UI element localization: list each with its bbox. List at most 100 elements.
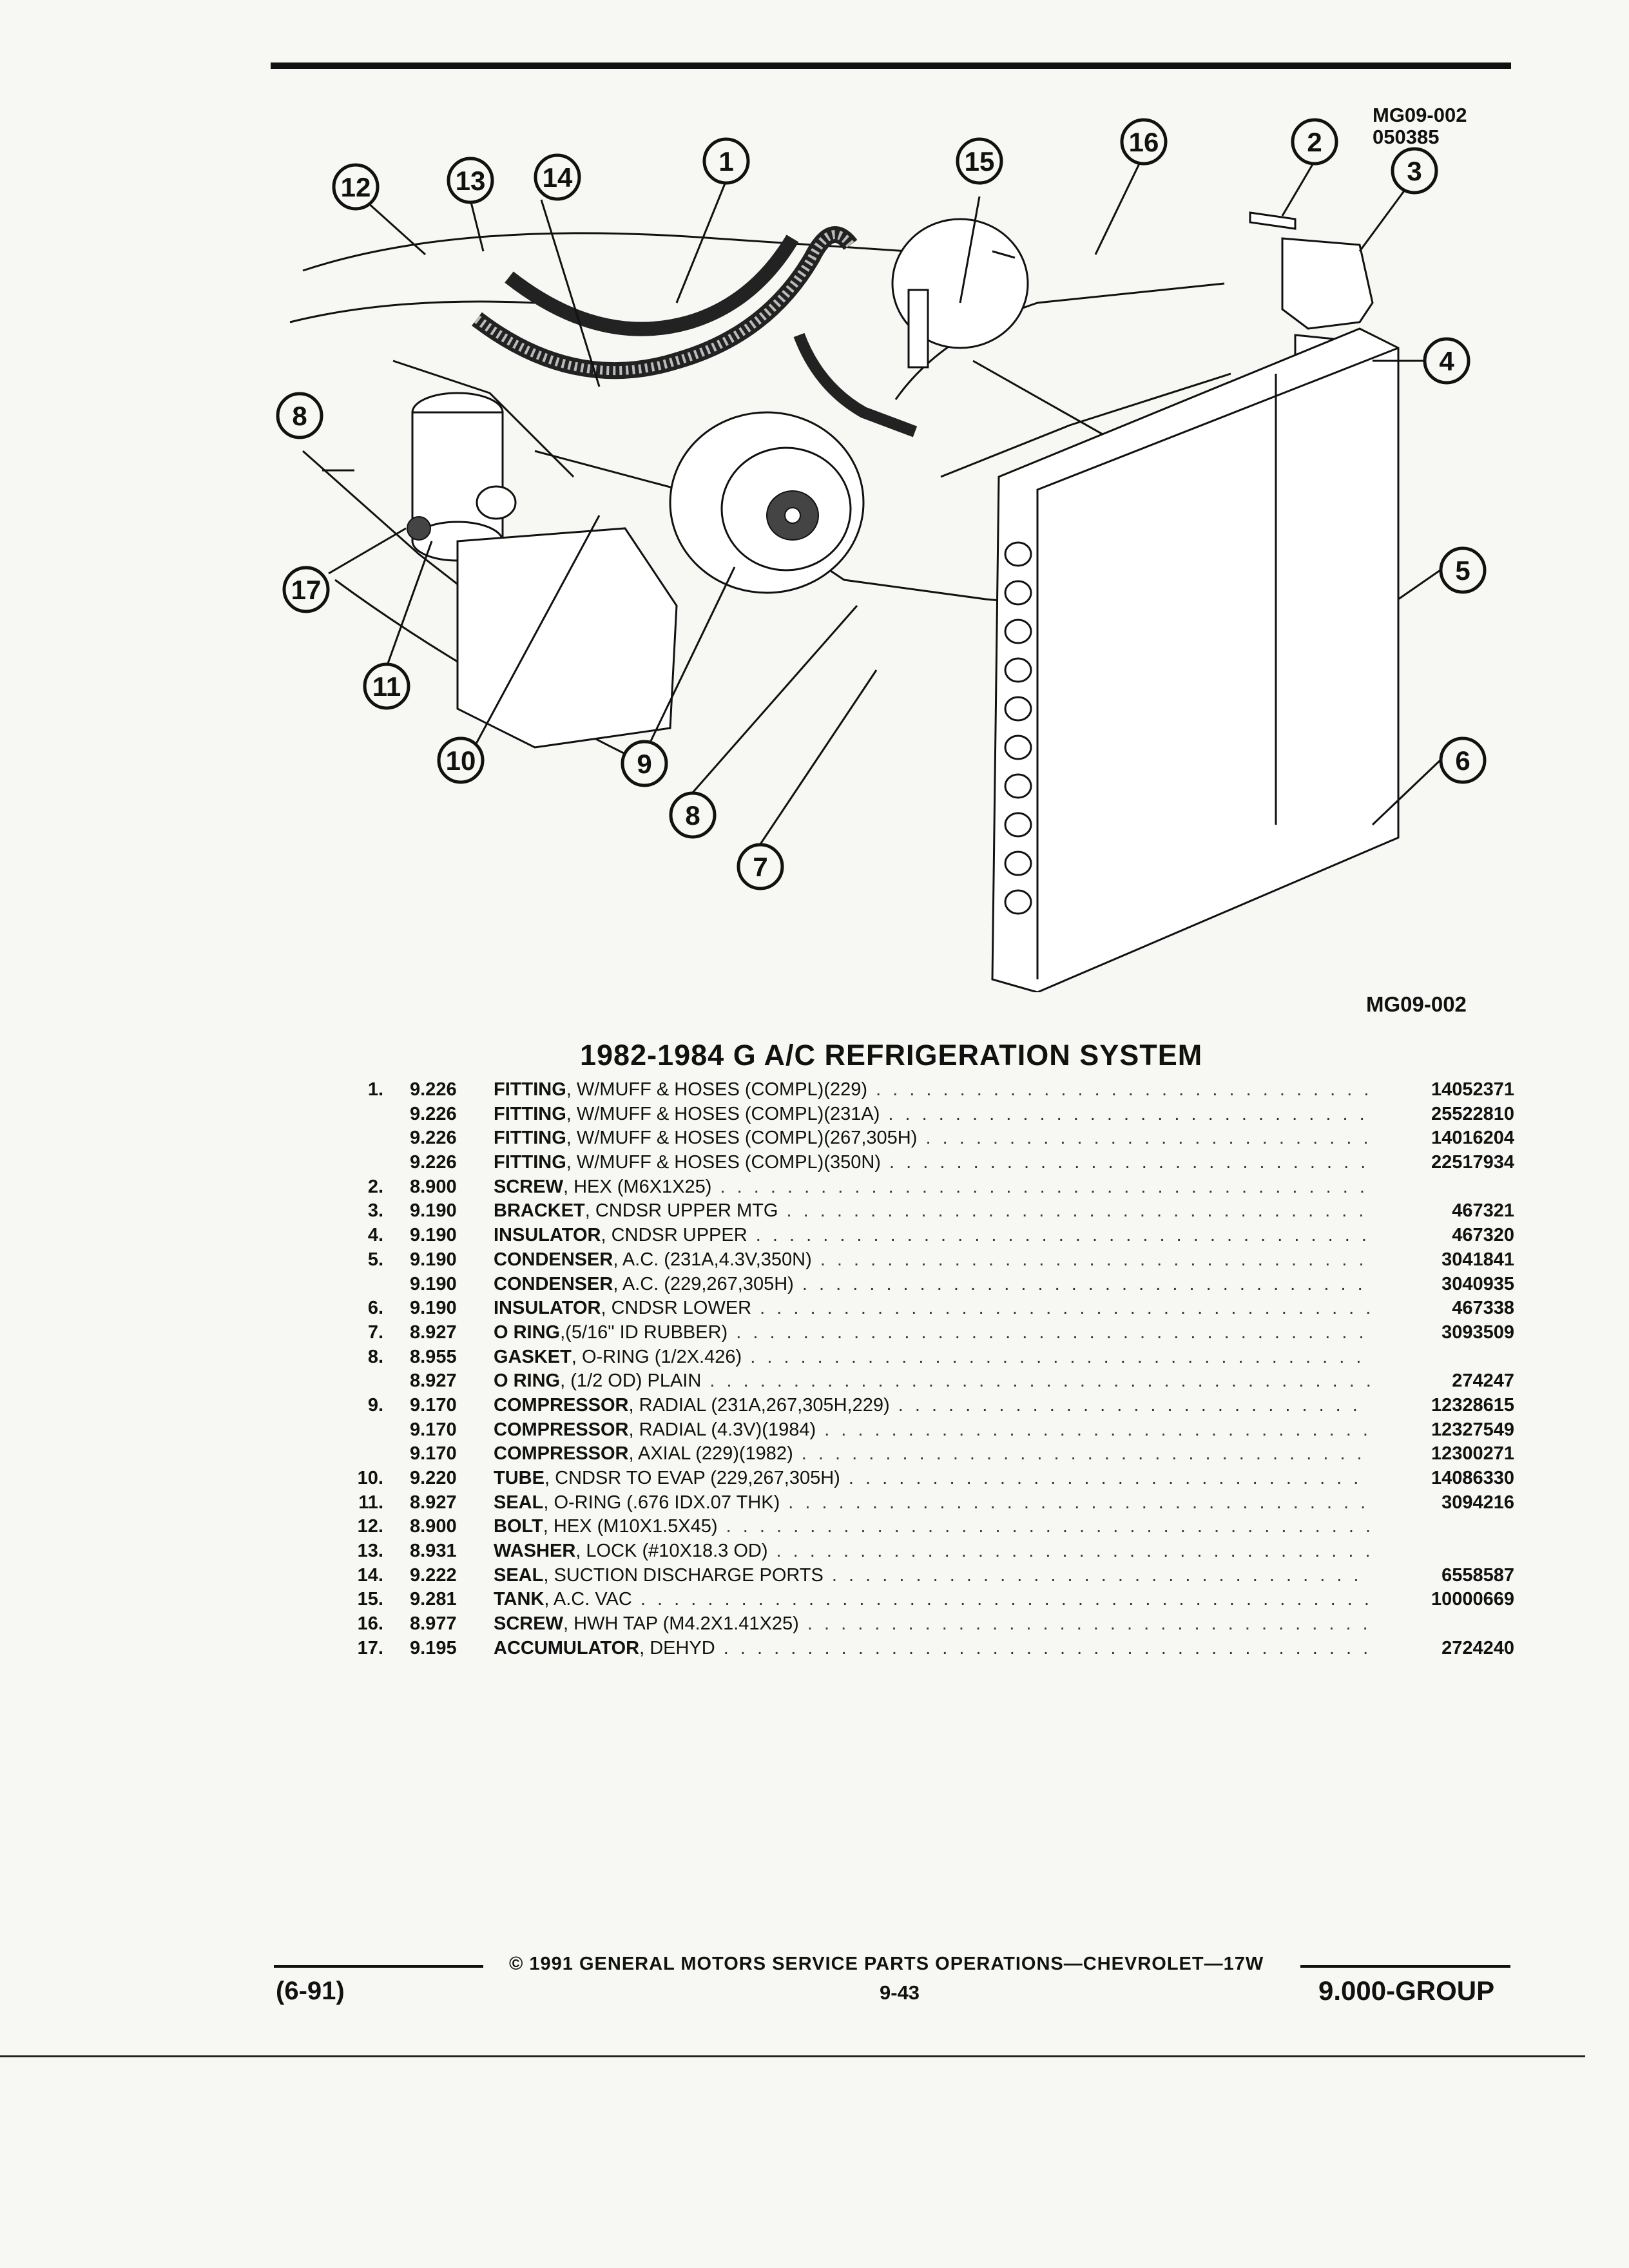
dot-leader: . . . . . . . . . . . . . . . . . . . . … (831, 1564, 1370, 1586)
dot-leader: . . . . . . . . . . . . . . . . . . . . … (820, 1249, 1370, 1270)
part-detail: , DEHYD (639, 1637, 715, 1658)
group-number: 9.281 (410, 1589, 457, 1610)
part-description: CONDENSER, A.C. (229,267,305H) . . . . .… (494, 1273, 1370, 1297)
hoses-art (392, 226, 1057, 607)
part-number: 12327549 (1431, 1419, 1514, 1440)
compressor-art (669, 411, 865, 594)
part-description: GASKET, O-RING (1/2X.426) . . . . . . . … (494, 1345, 1370, 1370)
part-number: 6558587 (1441, 1564, 1514, 1586)
part-description: COMPRESSOR, RADIAL (231A,267,305H,229) .… (494, 1394, 1370, 1418)
item-number: 17. (357, 1637, 383, 1658)
dot-leader: . . . . . . . . . . . . . . . . . . . . … (824, 1419, 1370, 1440)
part-description: TUBE, CNDSR TO EVAP (229,267,305H) . . .… (494, 1466, 1370, 1491)
part-name: BRACKET (494, 1200, 585, 1222)
part-description: BRACKET, CNDSR UPPER MTG . . . . . . . .… (494, 1199, 1370, 1224)
part-description: FITTING, W/MUFF & HOSES (COMPL)(231A) . … (494, 1102, 1370, 1127)
svg-text:17: 17 (291, 575, 322, 605)
date-code-header: 050385 (1373, 126, 1440, 148)
part-detail: , HEX (M10X1.5X45) (543, 1516, 718, 1537)
group-number: 9.226 (410, 1152, 457, 1173)
callout-7: 7 (737, 843, 784, 890)
item-number: 10. (357, 1468, 383, 1488)
part-name: COMPRESSOR (494, 1419, 629, 1440)
part-detail: , CNDSR TO EVAP (229,267,305H) (544, 1468, 840, 1488)
dot-leader: . . . . . . . . . . . . . . . . . . . . … (786, 1200, 1370, 1222)
svg-text:8: 8 (685, 800, 700, 831)
part-number: 467321 (1452, 1200, 1514, 1222)
top-rule (271, 62, 1511, 69)
item-number: 13. (357, 1541, 383, 1562)
item-number: 16. (357, 1613, 383, 1635)
svg-text:2: 2 (1307, 127, 1322, 157)
item-number: 11. (358, 1492, 383, 1513)
footer-rule-left (274, 1965, 483, 1968)
part-name: GASKET (494, 1346, 572, 1367)
svg-text:5: 5 (1455, 555, 1470, 586)
part-description: SEAL, O-RING (.676 IDX.07 THK) . . . . .… (494, 1491, 1370, 1515)
part-name: INSULATOR (494, 1298, 601, 1319)
item-number: 1. (367, 1079, 383, 1100)
item-number: 12. (357, 1516, 383, 1537)
svg-text:8: 8 (292, 401, 307, 431)
group-number: 9.190 (410, 1273, 457, 1294)
part-name: WASHER (494, 1541, 576, 1562)
part-number: 3041841 (1441, 1249, 1514, 1270)
dot-leader: . . . . . . . . . . . . . . . . . . . . … (925, 1128, 1370, 1149)
callout-13: 13 (447, 157, 494, 204)
part-detail: , O-RING (1/2X.426) (571, 1346, 742, 1367)
part-description: SCREW, HEX (M6X1X25) . . . . . . . . . .… (494, 1175, 1370, 1200)
part-detail: , A.C. (229,267,305H) (613, 1273, 794, 1294)
svg-text:11: 11 (372, 671, 401, 702)
part-name: FITTING (494, 1128, 566, 1149)
part-description: CONDENSER, A.C. (231A,4.3V,350N) . . . .… (494, 1248, 1370, 1273)
dot-leader: . . . . . . . . . . . . . . . . . . . . … (755, 1225, 1370, 1246)
part-description: COMPRESSOR, AXIAL (229)(1982) . . . . . … (494, 1442, 1370, 1466)
part-detail: , HWH TAP (M4.2X1.41X25) (563, 1613, 799, 1635)
part-detail: , CNDSR UPPER MTG (584, 1200, 778, 1222)
callout-6: 6 (1439, 736, 1487, 784)
part-description: INSULATOR, CNDSR UPPER . . . . . . . . .… (494, 1224, 1370, 1248)
vac-tank-art (891, 218, 1029, 369)
group-number: 8.955 (410, 1346, 457, 1367)
item-number: 15. (357, 1589, 383, 1610)
callout-17: 17 (282, 566, 330, 613)
callout-15: 15 (956, 137, 1003, 185)
part-detail: , AXIAL (229)(1982) (628, 1443, 793, 1465)
part-name: SCREW (494, 1176, 563, 1197)
item-number: 3. (367, 1200, 383, 1222)
bottom-rule (0, 2055, 1585, 2057)
part-row: 9.190 CONDENSER, A.C. (229,267,305H) . . … (348, 1273, 1514, 1297)
part-detail: , W/MUFF & HOSES (COMPL)(231A) (566, 1103, 880, 1124)
part-detail: , O-RING (.676 IDX.07 THK) (543, 1492, 780, 1513)
dot-leader: . . . . . . . . . . . . . . . . . . . . … (726, 1516, 1370, 1537)
item-number: 14. (357, 1564, 383, 1586)
callout-3: 3 (1391, 147, 1438, 195)
dot-leader: . . . . . . . . . . . . . . . . . . . . … (750, 1346, 1370, 1367)
dot-leader: . . . . . . . . . . . . . . . . . . . . … (736, 1321, 1370, 1343)
group-number: 9.170 (410, 1394, 457, 1416)
part-detail: , (1/2 OD) PLAIN (560, 1370, 702, 1392)
part-detail: , A.C. (231A,4.3V,350N) (613, 1249, 812, 1270)
item-number: 7. (367, 1321, 383, 1343)
callout-16: 16 (1120, 118, 1168, 166)
dot-leader: . . . . . . . . . . . . . . . . . . . . … (720, 1176, 1370, 1197)
group-label: 9.000-GROUP (1318, 1975, 1495, 2006)
part-detail: , HEX (M6X1X25) (563, 1176, 712, 1197)
svg-text:9: 9 (637, 749, 651, 779)
dot-leader: . . . . . . . . . . . . . . . . . . . . … (876, 1079, 1370, 1100)
part-description: BOLT, HEX (M10X1.5X45) . . . . . . . . .… (494, 1515, 1370, 1539)
page-title: 1982-1984 G A/C REFRIGERATION SYSTEM (580, 1039, 1203, 1072)
part-detail: , W/MUFF & HOSES (COMPL)(350N) (566, 1152, 881, 1173)
dot-leader: . . . . . . . . . . . . . . . . . . . . … (640, 1589, 1370, 1610)
accumulator-art (407, 392, 504, 562)
